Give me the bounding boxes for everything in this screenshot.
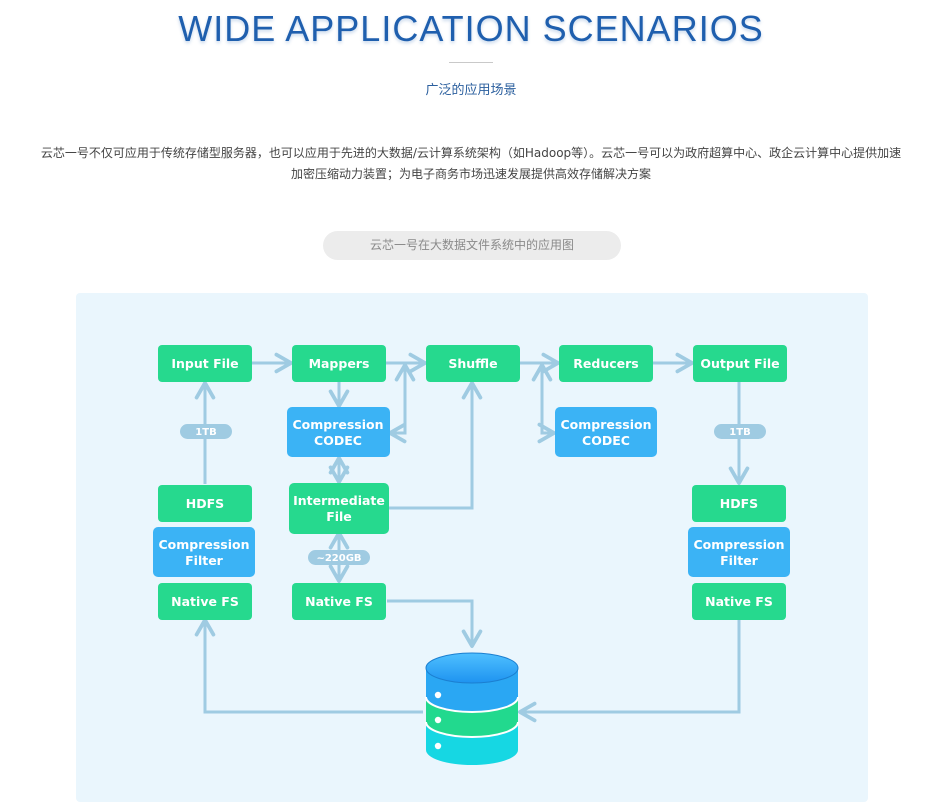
svg-text:Filter: Filter [720, 553, 759, 568]
node-shuffle: Shuffle [426, 345, 520, 382]
arrow-nativefs-right-to-db [518, 620, 741, 723]
svg-text:Intermediate: Intermediate [293, 493, 385, 508]
node-mappers: Mappers [292, 345, 386, 382]
tag-mid-size: ~220GB [308, 550, 370, 565]
description: 云芯一号不仅可应用于传统存储型服务器，也可以应用于先进的大数据/云计算系统架构（… [0, 143, 942, 185]
page-title: WIDE APPLICATION SCENARIOS [178, 8, 764, 49]
tag-right-size: 1TB [714, 424, 766, 439]
svg-text:Reducers: Reducers [573, 356, 638, 371]
node-reducers: Reducers [559, 345, 653, 382]
svg-text:Native FS: Native FS [705, 594, 773, 609]
svg-text:Native FS: Native FS [305, 594, 373, 609]
node-hdfs-right: HDFS [692, 485, 786, 522]
db-indicator-dot [434, 742, 442, 750]
arrow-reducers-codec2 [531, 363, 556, 444]
node-compression-codec-1: Compression CODEC [287, 407, 390, 457]
svg-text:File: File [326, 509, 352, 524]
svg-text:1TB: 1TB [729, 427, 750, 438]
node-compression-codec-2: Compression CODEC [555, 407, 657, 457]
node-native-fs-mid: Native FS [292, 583, 386, 620]
node-hdfs-left: HDFS [158, 485, 252, 522]
svg-text:Mappers: Mappers [309, 356, 370, 371]
arrow-intermediate-shuffle [387, 381, 483, 510]
page-subtitle: 广泛的应用场景 [425, 83, 517, 98]
node-native-fs-left: Native FS [158, 583, 252, 620]
svg-text:Output File: Output File [700, 356, 779, 371]
svg-text:Filter: Filter [185, 553, 224, 568]
node-output-file: Output File [693, 345, 787, 382]
diagram-caption: 云芯一号在大数据文件系统中的应用图 [323, 231, 621, 260]
svg-text:HDFS: HDFS [186, 496, 224, 511]
svg-text:Compression: Compression [693, 537, 784, 552]
svg-text:HDFS: HDFS [720, 496, 758, 511]
svg-text:1TB: 1TB [195, 427, 216, 438]
description-line-2: 加密压缩动力装置；为电子商务市场迅速发展提供高效存储解决方案 [290, 167, 651, 181]
node-compression-filter-left: Compression Filter [153, 527, 255, 577]
db-indicator-dot [434, 716, 442, 724]
db-indicator-dot [434, 691, 442, 699]
svg-text:CODEC: CODEC [582, 433, 630, 448]
svg-text:Native FS: Native FS [171, 594, 239, 609]
node-native-fs-right: Native FS [692, 583, 786, 620]
node-compression-filter-right: Compression Filter [688, 527, 790, 577]
svg-text:Shuffle: Shuffle [448, 356, 497, 371]
node-intermediate-file: Intermediate File [289, 483, 389, 534]
svg-text:Compression: Compression [560, 417, 651, 432]
connectors [194, 352, 750, 723]
title-divider [449, 62, 493, 63]
node-input-file: Input File [158, 345, 252, 382]
tag-left-size: 1TB [180, 424, 232, 439]
svg-text:Compression: Compression [292, 417, 383, 432]
database-icon [425, 652, 519, 765]
svg-text:Compression: Compression [158, 537, 249, 552]
svg-text:~220GB: ~220GB [316, 553, 361, 564]
svg-text:Input File: Input File [171, 356, 238, 371]
arrow-nativefs-to-db [387, 599, 483, 648]
svg-text:CODEC: CODEC [314, 433, 362, 448]
description-line-1: 云芯一号不仅可应用于传统存储型服务器，也可以应用于先进的大数据/云计算系统架构（… [40, 146, 902, 160]
arrow-codec-shuffle [388, 363, 416, 444]
arrow-db-to-nativefs-left [194, 618, 423, 714]
